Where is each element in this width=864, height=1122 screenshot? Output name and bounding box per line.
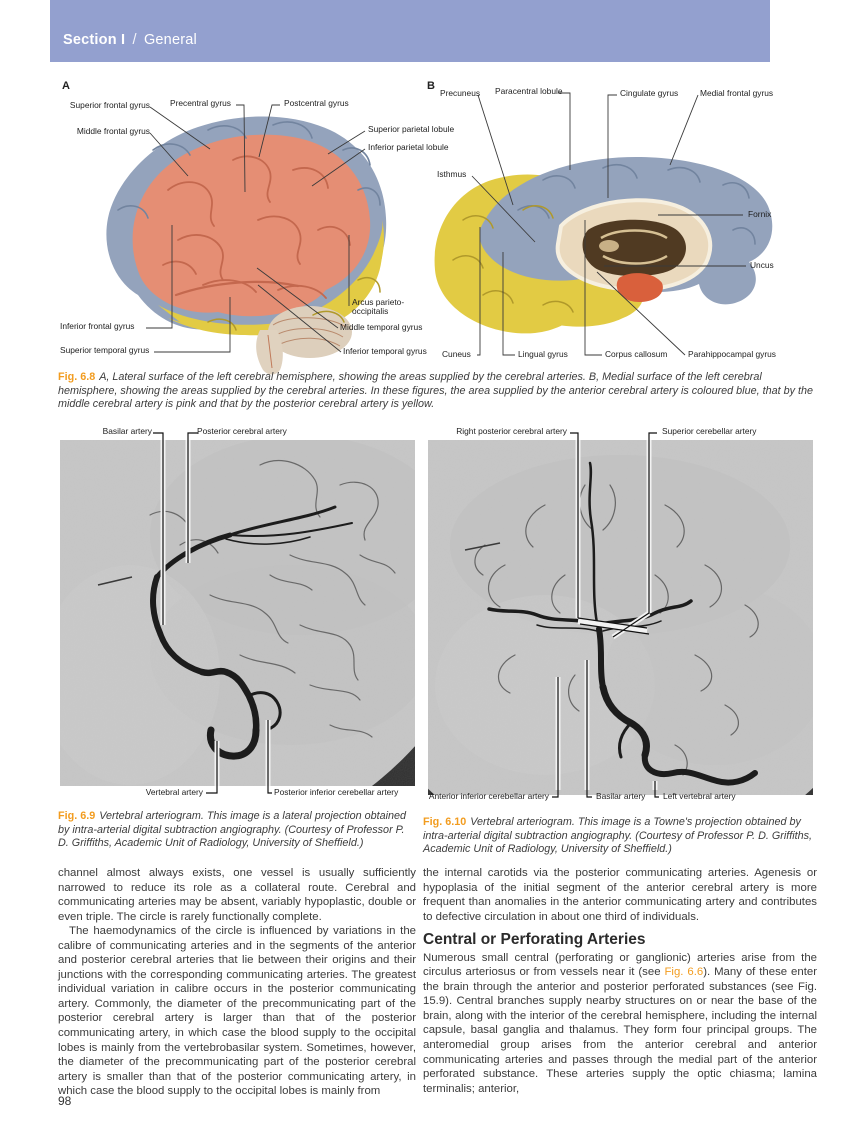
fig68-panel-b: B Precuneus Paracentral lobule Cingulate… bbox=[423, 80, 817, 376]
label-corpus-callosum: Corpus callosum bbox=[605, 349, 668, 359]
label-middle-frontal-gyrus: Middle frontal gyrus bbox=[76, 126, 150, 136]
left-paragraph-1: channel almost always exists, one vessel… bbox=[58, 867, 416, 923]
label-vertebral-artery: Vertebral artery bbox=[145, 787, 203, 797]
body-left-column: channel almost always exists, one vessel… bbox=[58, 866, 416, 1099]
label-superior-cerebellar-artery: Superior cerebellar artery bbox=[662, 426, 757, 436]
label-anterior-inferior-cerebellar-artery: Anterior inferior cerebellar artery bbox=[428, 791, 549, 801]
uncus-art bbox=[616, 273, 663, 302]
right-paragraph-2: Numerous small central (perforating or g… bbox=[423, 951, 817, 1096]
label-basilar-artery-townes: Basilar artery bbox=[596, 791, 646, 801]
brain-lateral-illustration bbox=[106, 104, 387, 375]
label-medial-frontal-gyrus: Medial frontal gyrus bbox=[700, 88, 774, 98]
label-parahippocampal-gyrus: Parahippocampal gyrus bbox=[688, 349, 776, 359]
label-uncus: Uncus bbox=[750, 260, 774, 270]
section-separator: / bbox=[132, 32, 137, 48]
fig610-caption-label: Fig. 6.10 bbox=[423, 816, 467, 828]
fig610-caption-text: Vertebral arteriogram. This image is a T… bbox=[423, 816, 813, 856]
section-header: Section I / General bbox=[63, 32, 197, 48]
label-fornix: Fornix bbox=[748, 209, 772, 219]
label-inferior-frontal-gyrus: Inferior frontal gyrus bbox=[60, 321, 135, 331]
panel-b-letter: B bbox=[427, 80, 435, 92]
panel-a-leader-lines bbox=[146, 104, 366, 353]
label-right-posterior-cerebral-artery: Right posterior cerebral artery bbox=[456, 426, 567, 436]
fig69-caption-label: Fig. 6.9 bbox=[58, 810, 96, 822]
brain-medial-illustration bbox=[434, 92, 773, 356]
label-posterior-cerebral-artery: Posterior cerebral artery bbox=[197, 426, 287, 436]
label-isthmus: Isthmus bbox=[437, 169, 467, 179]
label-superior-parietal-lobule: Superior parietal lobule bbox=[368, 124, 455, 134]
label-superior-temporal-gyrus: Superior temporal gyrus bbox=[60, 345, 150, 355]
label-left-vertebral-artery: Left vertebral artery bbox=[663, 791, 736, 801]
label-middle-temporal-gyrus: Middle temporal gyrus bbox=[340, 322, 423, 332]
label-precuneus: Precuneus bbox=[440, 88, 481, 98]
label-paracentral-lobule: Paracentral lobule bbox=[495, 86, 563, 96]
label-basilar-artery: Basilar artery bbox=[102, 426, 152, 436]
fig69-caption-text: Vertebral arteriogram. This image is a l… bbox=[58, 810, 407, 850]
label-arcus-parieto-occipitalis: Arcus parieto-occipitalis bbox=[352, 297, 405, 317]
right-paragraph-2-text-after: ). Many of these enter the brain through… bbox=[423, 966, 817, 1095]
vertebral-arteriogram-townes bbox=[428, 432, 813, 798]
fig68-caption-text: A, Lateral surface of the left cerebral … bbox=[58, 371, 814, 411]
label-inferior-temporal-gyrus: Inferior temporal gyrus bbox=[343, 346, 427, 356]
label-cuneus: Cuneus bbox=[442, 349, 471, 359]
label-superior-frontal-gyrus: Superior frontal gyrus bbox=[69, 100, 150, 110]
label-cingulate-gyrus: Cingulate gyrus bbox=[620, 88, 679, 98]
right-paragraph-2-text: Numerous small central (perforating or g… bbox=[423, 951, 817, 979]
fig68-caption-label: Fig. 6.8 bbox=[58, 371, 96, 383]
panel-b-leader-lines bbox=[471, 92, 746, 356]
label-lingual-gyrus: Lingual gyrus bbox=[518, 349, 568, 359]
body-right-column: the internal carotids via the posterior … bbox=[423, 866, 817, 1096]
section-subtitle: General bbox=[143, 32, 197, 48]
vertebral-arteriogram-lateral bbox=[60, 432, 415, 794]
left-paragraph-2: The haemodynamics of the circle is influ… bbox=[58, 925, 416, 1098]
section-heading-central-or-perforating-arteries: Central or Perforating Arteries bbox=[423, 931, 646, 949]
page-number: 98 bbox=[58, 1094, 72, 1108]
figure-6-6-reference-link[interactable]: Fig. 6.6 bbox=[664, 966, 704, 979]
fig610-angiogram: Right posterior cerebral artery Superior… bbox=[425, 425, 815, 810]
panel-a-letter: A bbox=[62, 80, 70, 92]
section-header-band: Section I / General bbox=[50, 0, 770, 62]
brainstem-art bbox=[256, 330, 283, 375]
label-postcentral-gyrus: Postcentral gyrus bbox=[284, 98, 349, 108]
label-posterior-inferior-cerebellar-artery: Posterior inferior cerebellar artery bbox=[274, 787, 399, 797]
fig69-angiogram: Basilar artery Posterior cerebral artery… bbox=[60, 425, 415, 803]
right-paragraph-1: the internal carotids via the posterior … bbox=[423, 867, 817, 923]
fig610-leader-lines bbox=[552, 432, 659, 798]
fig69-leader-lines bbox=[153, 432, 272, 794]
section-label: Section I bbox=[63, 32, 126, 48]
label-precentral-gyrus: Precentral gyrus bbox=[170, 98, 231, 108]
label-inferior-parietal-lobule: Inferior parietal lobule bbox=[368, 142, 449, 152]
fig68-panel-a: A Superior frontal gyrus Precentral gyru… bbox=[58, 80, 454, 376]
